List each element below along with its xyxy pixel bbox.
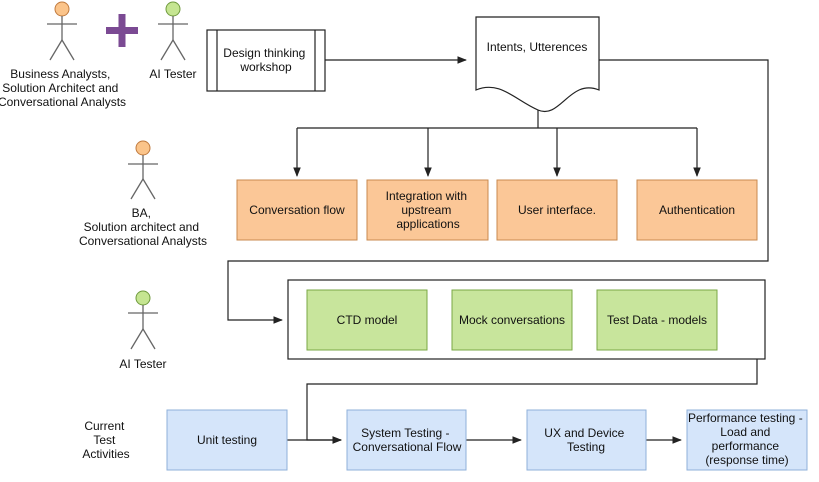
mock-conversations-box: Mock conversations <box>451 289 573 351</box>
system-testing-box: System Testing - Conversational Flow <box>346 409 467 471</box>
svg-text:Design thinking workshop: Design thinking workshop <box>223 46 308 74</box>
ai-tester-mid-figure <box>128 290 158 350</box>
conversation-flow-box: Conversation flow <box>236 179 358 241</box>
ai-tester-mid-label: AI Tester <box>119 357 166 371</box>
svg-text:Intents, Utterences: Intents, Utterences <box>487 40 588 54</box>
svg-text:Conversation flow: Conversation flow <box>249 203 345 217</box>
svg-text:Unit testing: Unit testing <box>197 433 257 447</box>
current-test-activities-label: Current Test Activities <box>82 419 129 461</box>
svg-text:System Testing - Convers: System Testing - Conversational Flow <box>353 426 462 454</box>
svg-text:UX and Device Testing: UX and Device Testing <box>544 426 627 454</box>
test-data-models-box: Test Data - models <box>596 289 718 351</box>
design-thinking-workshop-box: Design thinking workshop <box>206 29 326 92</box>
ba-group-label: BA, Solution architect and Conversationa… <box>79 206 207 248</box>
svg-text:Test Data - models: Test Data - models <box>607 313 707 327</box>
ai-tester-top-figure <box>158 1 188 61</box>
plus-icon <box>106 14 138 47</box>
svg-text:User interface.: User interface. <box>518 203 596 217</box>
business-analysts-label: Business Analysts, Solution Architect an… <box>0 67 126 109</box>
user-interface-box: User interface. <box>496 179 618 241</box>
svg-text:CTD model: CTD model <box>337 313 398 327</box>
unit-testing-box: Unit testing <box>166 409 288 471</box>
svg-text:Integration with upstrea: Integration with upstream applications <box>386 189 471 231</box>
intents-utterences-document: Intents, Utterences <box>475 16 600 113</box>
ai-tester-top-label: AI Tester <box>149 67 196 81</box>
svg-text:Mock conversations: Mock conversations <box>459 313 565 327</box>
ba-figure <box>128 140 158 200</box>
business-analyst-figure <box>47 1 77 61</box>
ux-device-testing-box: UX and Device Testing <box>526 409 647 471</box>
ctd-model-box: CTD model <box>306 289 428 351</box>
authentication-box: Authentication <box>636 179 758 241</box>
performance-testing-box: Performance testing - Load and performan… <box>686 409 808 471</box>
connectors <box>227 56 769 444</box>
integration-box: Integration with upstream applications <box>366 179 489 241</box>
svg-text:Authentication: Authentication <box>659 203 735 217</box>
svg-text:Performance testing - Lo: Performance testing - Load and performan… <box>688 411 806 467</box>
